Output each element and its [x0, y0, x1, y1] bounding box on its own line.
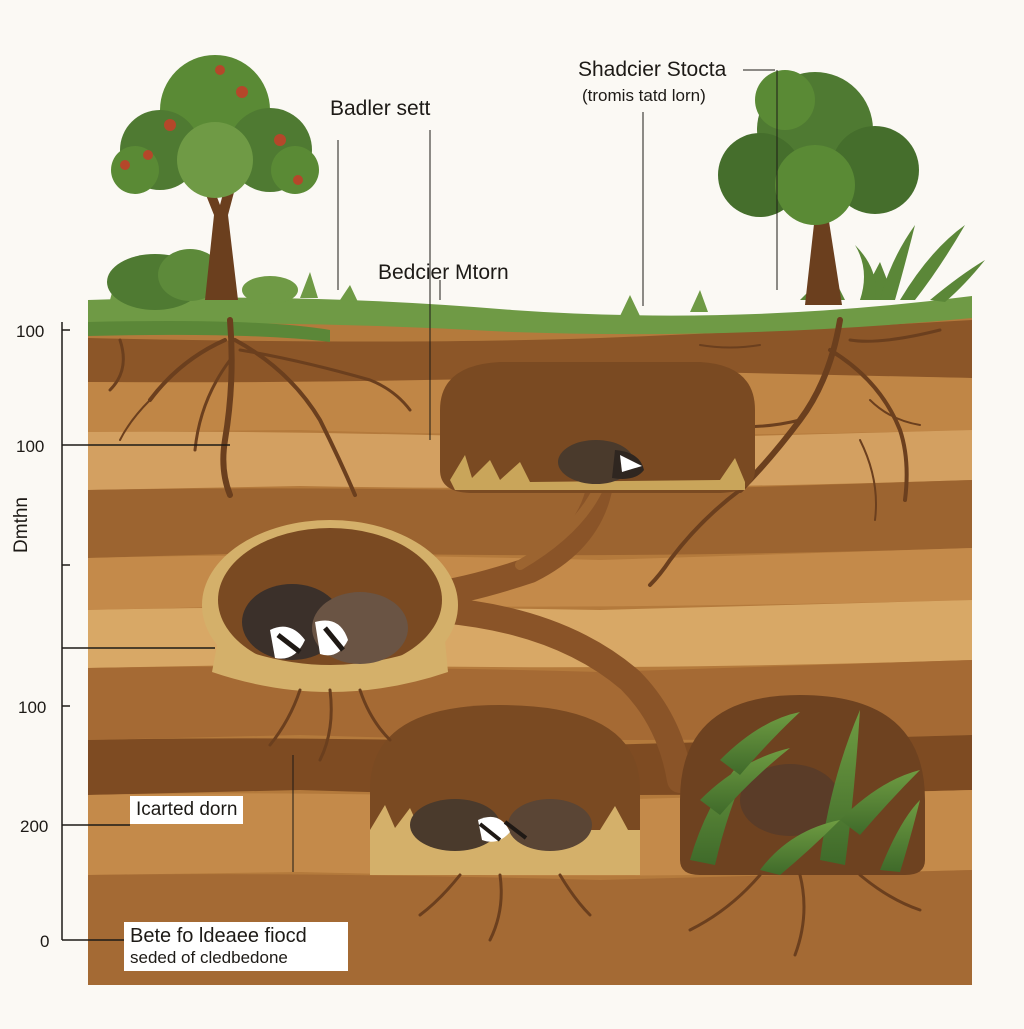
- leader-lines: [292, 69, 778, 872]
- depth-axis: [61, 322, 230, 941]
- label-shadcier-stocta: Shadcier Stocta: [578, 58, 727, 81]
- label-bete-line-2: seded of cledbedone: [130, 948, 288, 967]
- apple-tree-left: [111, 55, 319, 300]
- label-icarted-dorn: Icarted dorn: [130, 796, 244, 824]
- upper-chamber: [440, 362, 755, 493]
- tree-roots: [108, 317, 942, 587]
- oak-tree-right: [718, 70, 919, 305]
- label-tromis-tatd-lorn: (tromis tatd lorn): [582, 86, 706, 105]
- label-bedcier-mtorn: Bedcier Mtorn: [378, 261, 509, 284]
- axis-tick-1: 100: [16, 322, 45, 341]
- label-bete-line-1: Bete fo ldeaee fiocd: [130, 925, 307, 947]
- fern-chamber: [680, 695, 925, 875]
- surface-fern: [855, 225, 985, 302]
- axis-tick-2: 100: [16, 437, 45, 456]
- label-badger-sett: Badler sett: [330, 97, 431, 120]
- lower-chamber: [370, 705, 640, 875]
- bush-left: [107, 249, 298, 310]
- axis-tick-3: 100: [18, 698, 47, 717]
- axis-title: Dmthn: [10, 497, 32, 553]
- label-bete-box: Bete fo ldeaee fiocd seded of cledbedone: [124, 922, 348, 971]
- axis-tick-5: 0: [40, 932, 50, 951]
- chamber-roots: [268, 688, 922, 957]
- left-nest-chamber: [202, 520, 458, 692]
- axis-tick-4: 200: [20, 817, 49, 836]
